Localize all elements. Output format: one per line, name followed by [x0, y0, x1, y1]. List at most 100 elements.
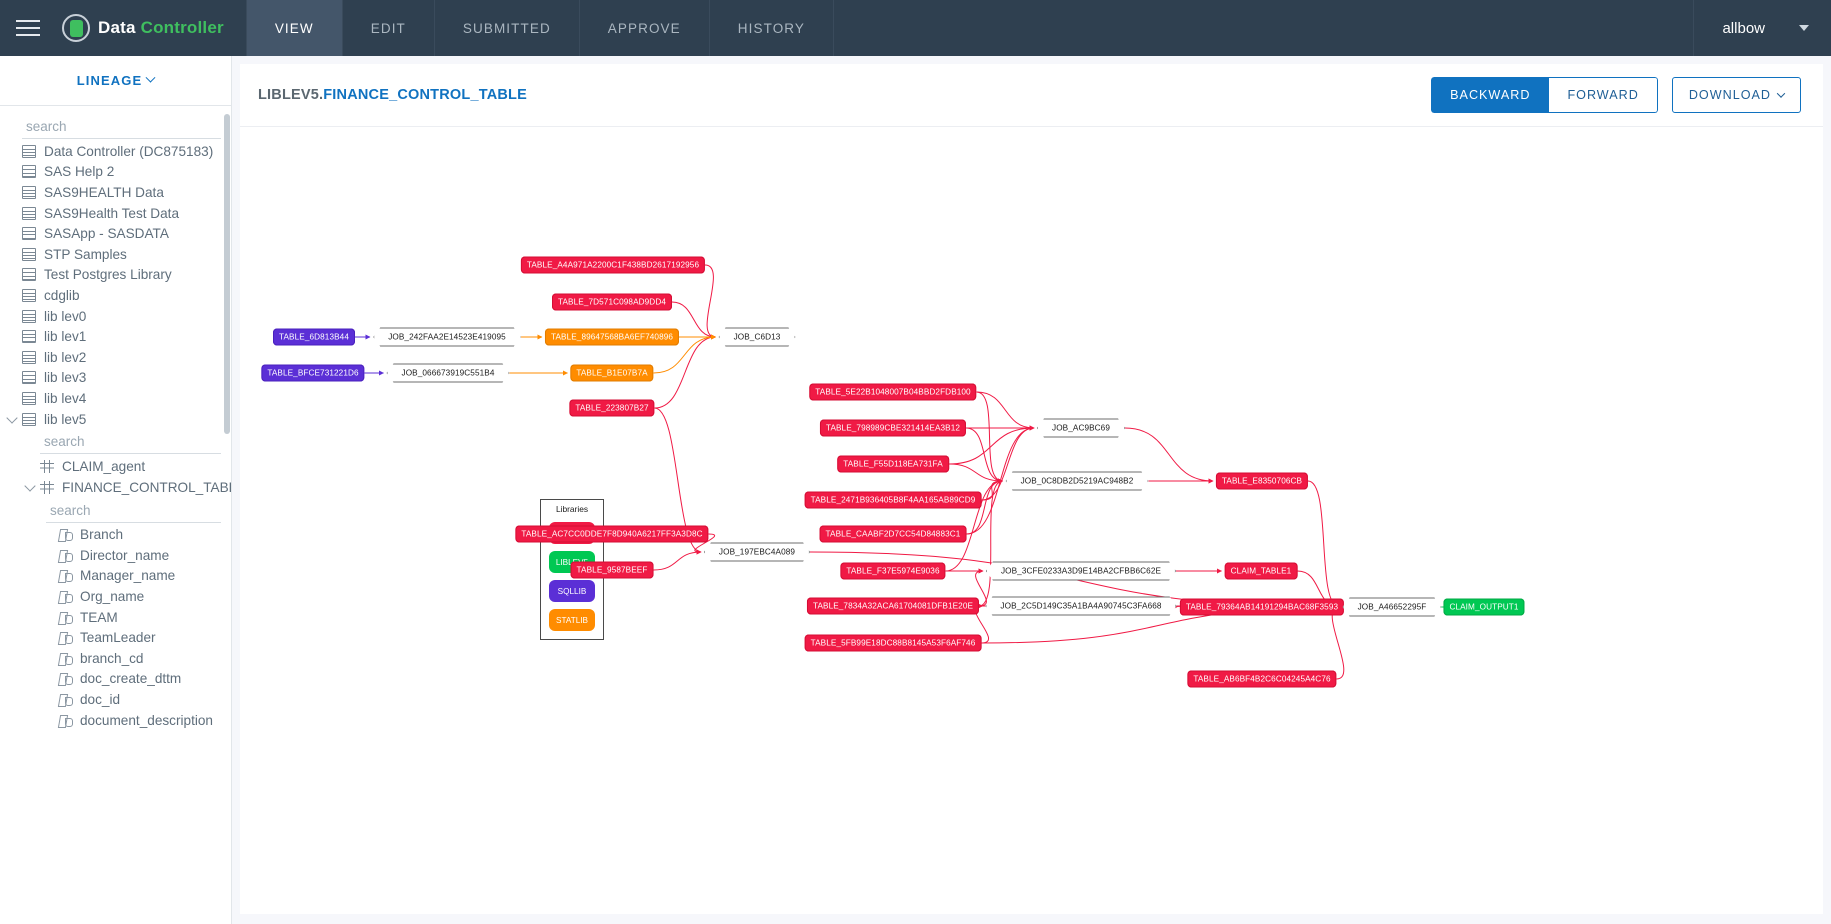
- sidebar-library-sas-help-2[interactable]: SAS Help 2: [0, 162, 231, 183]
- chevron-expanded-icon[interactable]: [24, 480, 36, 492]
- tree-node-label: TEAM: [80, 609, 118, 625]
- sidebar-library-sasapp-sasdata[interactable]: SASApp - SASDATA: [0, 223, 231, 244]
- table-node-table_2471b936405b8f4aa165ab89cd9[interactable]: TABLE_2471B936405B8F4AA165AB89CD9: [804, 491, 982, 509]
- tree-node-wrap: TEAM: [0, 607, 231, 628]
- sidebar-library-sas9health-data[interactable]: SAS9HEALTH Data: [0, 182, 231, 203]
- sidebar-library-sas9health-test-data[interactable]: SAS9Health Test Data: [0, 203, 231, 224]
- main-content: LIBLEV5.FINANCE_CONTROL_TABLE BACKWARD F…: [232, 56, 1831, 924]
- legend-chip-sqllib: SQLLIB: [549, 580, 595, 602]
- sidebar-library-lib-lev3[interactable]: lib lev3: [0, 368, 231, 389]
- column-icon: [58, 569, 73, 583]
- sidebar-column-team[interactable]: TEAM: [0, 607, 231, 628]
- sidebar-library-lib-lev1[interactable]: lib lev1: [0, 326, 231, 347]
- tree-node-label: lib lev2: [44, 349, 87, 365]
- column-search-input[interactable]: [46, 499, 221, 523]
- database-icon: [22, 185, 36, 199]
- sidebar-table-claim_agent[interactable]: CLAIM_agent: [0, 456, 231, 477]
- job-node-job_3cfe0233a3d9e14ba2cfbb6c62e[interactable]: JOB_3CFE0233A3D9E14BA2CFBB6C62E: [986, 562, 1176, 581]
- tree-node-label: Director_name: [80, 547, 170, 563]
- tree-node-wrap: Data Controller (DC875183): [0, 141, 231, 162]
- sidebar-column-manager_name[interactable]: Manager_name: [0, 566, 231, 587]
- sidebar-lineage-header[interactable]: LINEAGE: [0, 56, 231, 106]
- database-icon: [22, 227, 36, 241]
- table-node-table_e8350706cb[interactable]: TABLE_E8350706CB: [1215, 472, 1309, 490]
- lineage-edge: [948, 425, 1035, 465]
- sidebar-column-branch_cd[interactable]: branch_cd: [0, 648, 231, 669]
- sidebar-column-teamleader[interactable]: TeamLeader: [0, 627, 231, 648]
- table-node-table_798989cbe321414ea3b12[interactable]: TABLE_798989CBE321414EA3B12: [819, 419, 967, 437]
- job-node-job_197ebc4a089[interactable]: JOB_197EBC4A089: [704, 543, 810, 562]
- sidebar-scrollbar[interactable]: [224, 114, 230, 434]
- table-node-table_7834a32aca61704081dfb1e20e[interactable]: TABLE_7834A32ACA61704081DFB1E20E: [806, 597, 980, 615]
- sidebar-column-branch[interactable]: Branch: [0, 525, 231, 546]
- hamburger-menu-icon[interactable]: [0, 0, 56, 56]
- job-node-job_2c5d149c35a1ba4a90745c3fa668[interactable]: JOB_2C5D149C35A1BA4A90745C3FA668: [985, 597, 1176, 616]
- job-node-job_a46652295f[interactable]: JOB_A46652295F: [1343, 598, 1442, 617]
- lineage-edge: [975, 568, 987, 607]
- sidebar-column-doc_id[interactable]: doc_id: [0, 689, 231, 710]
- table-icon: [40, 480, 54, 494]
- sidebar-table-finance_control_table[interactable]: FINANCE_CONTROL_TABLE: [0, 477, 231, 498]
- sidebar-column-org_name[interactable]: Org_name: [0, 586, 231, 607]
- table-node-table_b1e07b7a[interactable]: TABLE_B1E07B7A: [570, 364, 654, 382]
- sidebar-library-lib-lev4[interactable]: lib lev4: [0, 388, 231, 409]
- sidebar-column-doc_create_dttm[interactable]: doc_create_dttm: [0, 669, 231, 690]
- table-node-table_79364ab14191294bac68f3593[interactable]: TABLE_79364AB14191294BAC68F3593: [1179, 598, 1345, 616]
- forward-button[interactable]: FORWARD: [1549, 77, 1658, 113]
- tree-node-wrap: SAS9Health Test Data: [0, 203, 231, 224]
- table-node-table_5fb99e18dc88b8145a53f6af746[interactable]: TABLE_5FB99E18DC88B8145A53F6AF746: [804, 634, 982, 652]
- job-node-job_0c8db2d5219ac948b2[interactable]: JOB_0C8DB2D5219AC948B2: [1006, 472, 1149, 491]
- table-node-table_bfce731221d6[interactable]: TABLE_BFCE731221D6: [261, 364, 365, 382]
- lineage-edge: [976, 391, 1003, 484]
- tab-submitted[interactable]: SUBMITTED: [435, 0, 580, 56]
- tab-view[interactable]: VIEW: [245, 0, 343, 56]
- table-node-table_f37e5974e9036[interactable]: TABLE_F37E5974E9036: [840, 562, 946, 580]
- table-node-claim_table1[interactable]: CLAIM_TABLE1: [1224, 562, 1298, 580]
- sidebar-library-lib-lev5[interactable]: lib lev5: [0, 409, 231, 430]
- column-icon: [58, 652, 73, 665]
- database-icon: [22, 144, 36, 158]
- table-node-table_9587beef[interactable]: TABLE_9587BEEF: [570, 561, 654, 579]
- table-node-claim_output1[interactable]: CLAIM_OUTPUT1: [1443, 598, 1525, 616]
- job-node-job_242faa2e14523e419095[interactable]: JOB_242FAA2E14523E419095: [373, 328, 521, 347]
- column-icon: [58, 611, 73, 624]
- table-node-table_7d571c098ad9dd4[interactable]: TABLE_7D571C098AD9DD4: [552, 293, 672, 311]
- direction-button-group: BACKWARD FORWARD: [1431, 77, 1658, 113]
- job-node-job_c6d13[interactable]: JOB_C6D13: [719, 328, 796, 347]
- table-node-table_223807b27[interactable]: TABLE_223807B27: [569, 399, 655, 417]
- table-node-table_a4a971a2200c1f438bd2617192956[interactable]: TABLE_A4A971A2200C1F438BD2617192956: [520, 256, 706, 274]
- tab-approve[interactable]: APPROVE: [580, 0, 710, 56]
- library-search-input[interactable]: [22, 116, 221, 139]
- sidebar-library-lib-lev0[interactable]: lib lev0: [0, 306, 231, 327]
- lineage-edge: [654, 407, 702, 555]
- table-node-table_ab6bf4b2c6c04245a4c76[interactable]: TABLE_AB6BF4B2C6C04245A4C76: [1187, 670, 1337, 688]
- tab-edit[interactable]: EDIT: [343, 0, 435, 56]
- table-node-table_f55d118ea731fa[interactable]: TABLE_F55D118EA731FA: [837, 455, 949, 473]
- table-node-table_ac7cc0dde7f8d940a6217ff3a3d8c[interactable]: TABLE_AC7CC0DDE7F8D940A6217FF3A3D8C: [515, 525, 709, 543]
- database-icon: [22, 309, 36, 323]
- table-node-table_89647568ba6ef740896[interactable]: TABLE_89647568BA6EF740896: [544, 328, 680, 346]
- download-button[interactable]: DOWNLOAD: [1671, 77, 1801, 113]
- user-menu[interactable]: allbow: [1693, 0, 1831, 56]
- brand-word-data: Data: [98, 18, 136, 37]
- job-node-job_066673919c551b4[interactable]: JOB_066673919C551B4: [387, 364, 510, 383]
- chevron-expanded-icon[interactable]: [6, 411, 18, 424]
- tab-history[interactable]: HISTORY: [710, 0, 834, 56]
- lineage-canvas[interactable]: Libraries LIBLEV4LIBLEV5SQLLIBSTATLIB TA…: [240, 126, 1823, 914]
- table-search-input[interactable]: [40, 431, 221, 455]
- lineage-edge: [948, 463, 1003, 484]
- backward-button[interactable]: BACKWARD: [1431, 77, 1550, 113]
- sidebar-library-test-postgres-library[interactable]: Test Postgres Library: [0, 265, 231, 286]
- sidebar-column-director_name[interactable]: Director_name: [0, 545, 231, 566]
- table-node-table_caabf2d7cc54d84883c1[interactable]: TABLE_CAABF2D7CC54D84883C1: [819, 525, 967, 543]
- top-navigation-bar: Data Controller VIEW EDIT SUBMITTED APPR…: [0, 0, 1831, 56]
- job-node-job_ac9bc69[interactable]: JOB_AC9BC69: [1037, 419, 1125, 438]
- sidebar-library-cdglib[interactable]: cdglib: [0, 285, 231, 306]
- table-node-table_6d813b44[interactable]: TABLE_6D813B44: [273, 328, 355, 346]
- sidebar-library-lib-lev2[interactable]: lib lev2: [0, 347, 231, 368]
- sidebar-column-document_description[interactable]: document_description: [0, 710, 231, 731]
- sidebar-library-stp-samples[interactable]: STP Samples: [0, 244, 231, 265]
- table-node-table_5e22b1048007b04bbd2fdb100[interactable]: TABLE_5E22B1048007B04BBD2FDB100: [809, 383, 977, 401]
- panel-header: LIBLEV5.FINANCE_CONTROL_TABLE BACKWARD F…: [240, 64, 1823, 126]
- sidebar-library-data-controller-dc875183[interactable]: Data Controller (DC875183): [0, 141, 231, 162]
